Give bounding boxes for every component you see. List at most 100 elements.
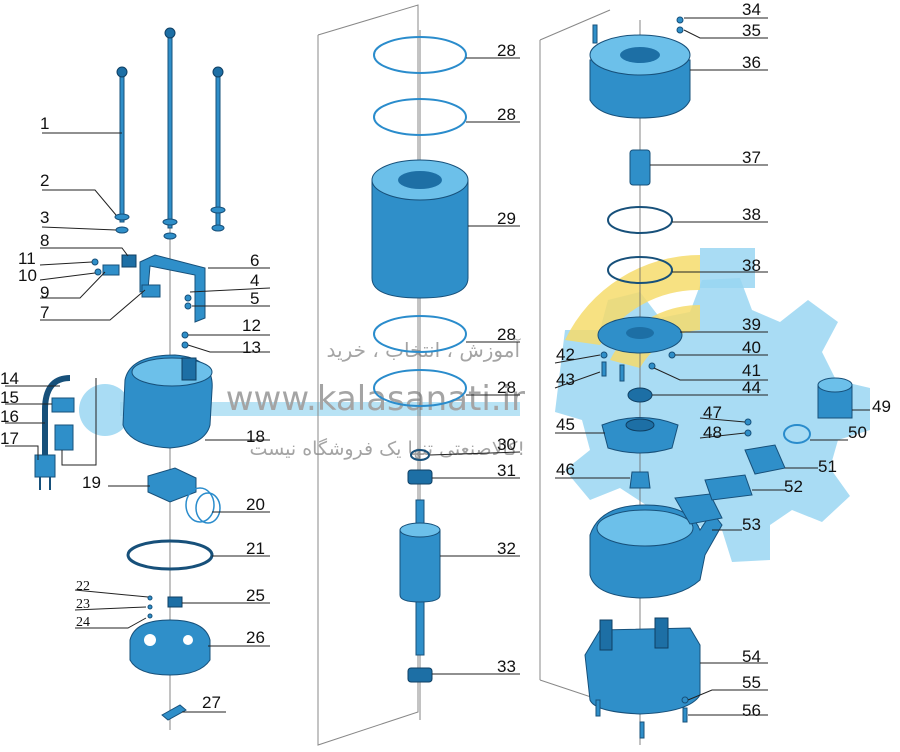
label-52: 52: [784, 477, 803, 496]
tie-rod-3: [215, 71, 221, 228]
leader-43: [554, 371, 601, 389]
leader-55: [687, 689, 768, 701]
label-38a: 38: [742, 205, 761, 224]
o-ring-28c: [373, 315, 467, 353]
watermark-persian-line1: آموزش ، انتخاب ، خرید: [327, 337, 522, 362]
o-ring-20a: [185, 487, 215, 523]
leader-10: [39, 272, 96, 281]
screw-24: [147, 613, 153, 619]
panel-middle-border: [317, 4, 419, 746]
cable-frame: [61, 378, 97, 466]
impeller-45: [601, 417, 679, 454]
washer-13: [181, 341, 189, 349]
screw-11: [91, 258, 99, 266]
o-ring-50: [783, 424, 811, 444]
label-17: 17: [0, 429, 19, 448]
leader-17: [5, 445, 39, 460]
end-plate-26: [129, 619, 211, 676]
label-47: 47: [703, 403, 722, 422]
rotor-32-top: [399, 522, 441, 538]
panel-right-border: [539, 9, 611, 41]
label-41: 41: [742, 361, 761, 380]
label-24: 24: [76, 615, 90, 630]
label-4: 4: [250, 271, 259, 290]
end-plate-hole-b: [183, 635, 193, 645]
label-48: 48: [703, 423, 722, 442]
washer-2b: [162, 218, 178, 226]
label-2: 2: [40, 171, 49, 190]
outlet-flange-53: [674, 493, 723, 525]
screw-47: [744, 418, 752, 426]
label-20: 20: [246, 495, 265, 514]
ring-30: [410, 449, 430, 461]
washer-2: [114, 213, 130, 221]
left-column-parts: [34, 27, 226, 721]
strainer-54-leg-a: [599, 619, 613, 651]
watermark-persian-line3: کالاصنعتی تنها یک فروشگاه نیست!: [250, 437, 525, 460]
tie-rod-1-head: [116, 66, 128, 78]
screw-10: [94, 268, 102, 276]
washer-3: [115, 226, 129, 234]
screw-34: [676, 16, 684, 24]
nut-46: [629, 471, 651, 489]
leader-8: [40, 247, 129, 257]
leader-47: [699, 417, 746, 423]
stator-29-bore: [398, 171, 442, 189]
label-15: 15: [0, 388, 19, 407]
label-27: 27: [202, 693, 221, 712]
label-28c: 28: [497, 325, 516, 344]
leader-4: [189, 287, 271, 293]
label-40: 40: [742, 338, 761, 357]
watermark-gear-tooth-top: [700, 248, 755, 288]
leader-41: [653, 367, 768, 381]
leader-24: [75, 617, 147, 629]
screw-40: [668, 351, 676, 359]
leader-48: [699, 432, 746, 439]
label-37: 37: [742, 148, 761, 167]
leader-lines: [5, 17, 870, 716]
label-39: 39: [742, 315, 761, 334]
screw-22: [147, 595, 153, 601]
o-ring-20b: [195, 492, 221, 524]
label-46: 46: [556, 460, 575, 479]
bearing-31: [407, 469, 433, 485]
pump-casing-53-top: [596, 509, 694, 547]
gasket-52: [704, 474, 753, 501]
washer-3c: [211, 224, 225, 232]
label-45: 45: [556, 415, 575, 434]
clip-27: [161, 704, 187, 721]
end-plate-hole-a: [144, 634, 156, 646]
label-56: 56: [742, 701, 761, 720]
o-ring-28b: [373, 98, 467, 136]
plug-17: [34, 454, 56, 478]
o-ring-38a: [607, 206, 673, 234]
bearing-25: [167, 596, 183, 608]
label-50: 50: [848, 423, 867, 442]
screw-56b: [639, 721, 645, 739]
label-19: 19: [82, 473, 101, 492]
washer-3b: [163, 232, 177, 240]
label-25: 25: [246, 586, 265, 605]
leader-13: [187, 344, 270, 353]
watermark-blue-dot: [79, 384, 131, 436]
leader-35: [683, 29, 768, 39]
leader-7: [40, 289, 146, 321]
label-33: 33: [497, 657, 516, 676]
washer-23: [147, 604, 153, 610]
label-9: 9: [40, 283, 49, 302]
bearing-44: [627, 387, 653, 403]
motor-cover-18-top: [131, 357, 213, 387]
clamp-9: [102, 264, 120, 276]
label-26: 26: [246, 628, 265, 647]
label-51: 51: [818, 457, 837, 476]
leader-3: [41, 226, 117, 231]
label-32: 32: [497, 539, 516, 558]
label-6: 6: [250, 251, 259, 270]
leader-2: [42, 189, 117, 216]
label-11: 11: [18, 249, 36, 268]
leader-23: [74, 606, 147, 611]
cable-16: [42, 375, 71, 455]
flange-39-bore: [626, 327, 654, 339]
leader-9: [40, 271, 106, 299]
label-22: 22: [76, 579, 90, 594]
